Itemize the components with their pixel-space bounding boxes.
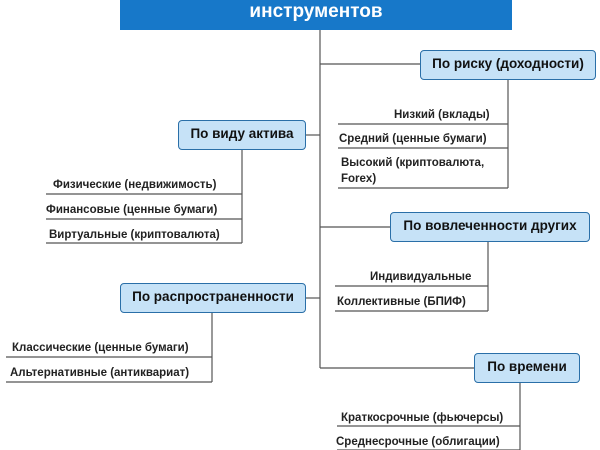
- leaf-involvement-individual: Индивидуальные: [370, 271, 472, 283]
- category-prevalence: По распространенности: [120, 283, 306, 313]
- category-risk: По риску (доходности): [420, 50, 596, 80]
- leaf-time-short: Краткосрочные (фьючерсы): [341, 412, 504, 424]
- diagram-title: инструментов: [120, 0, 512, 30]
- leaf-risk-medium: Средний (ценные бумаги): [339, 133, 487, 145]
- category-involvement: По вовлеченности других: [390, 212, 590, 242]
- leaf-prevalence-classic: Классические (ценные бумаги): [12, 342, 189, 354]
- leaf-involvement-collective: Коллективные (БПИФ): [337, 296, 466, 308]
- leaf-time-medium: Среднесрочные (облигации): [336, 436, 500, 448]
- leaf-asset-financial: Финансовые (ценные бумаги): [46, 204, 218, 216]
- leaf-risk-low: Низкий (вклады): [394, 109, 490, 121]
- leaf-risk-high: Высокий (криптовалюта, Forex): [341, 157, 485, 185]
- category-time: По времени: [474, 353, 580, 383]
- leaf-asset-physical: Физические (недвижимость): [53, 179, 217, 191]
- leaf-prevalence-alternative: Альтернативные (антиквариат): [10, 367, 190, 379]
- category-asset: По виду актива: [178, 120, 306, 150]
- leaf-asset-virtual: Виртуальные (криптовалюта): [49, 229, 220, 241]
